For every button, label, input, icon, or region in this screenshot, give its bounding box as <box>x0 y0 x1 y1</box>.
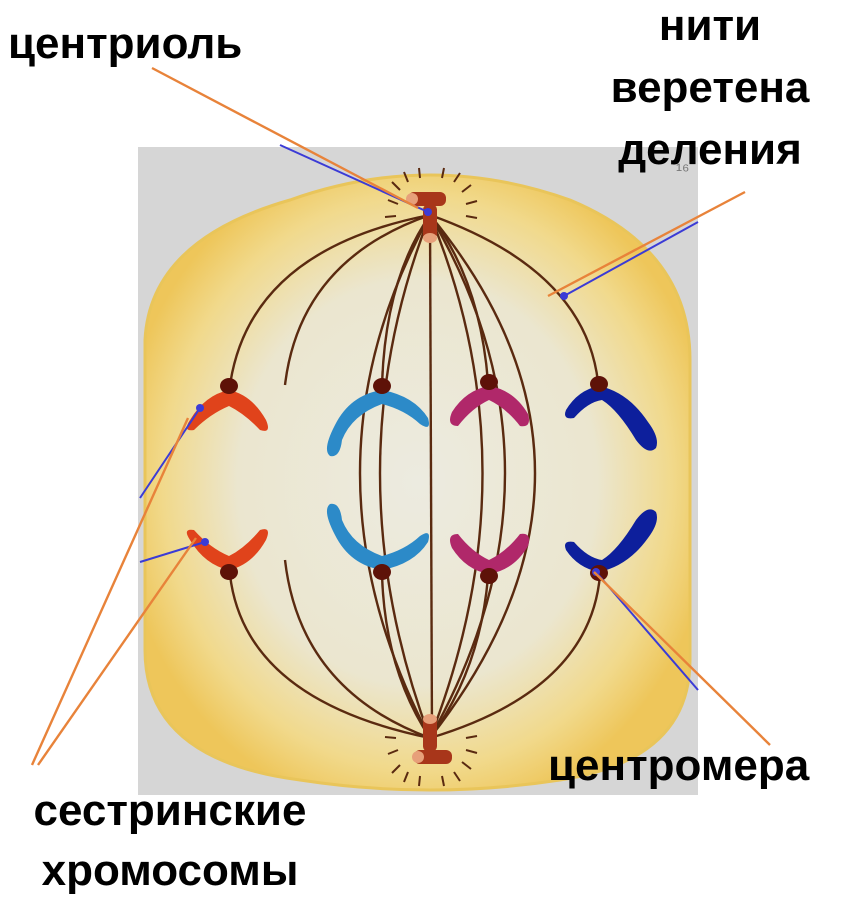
chromosome-magenta-upper <box>450 386 529 427</box>
label-sister-line2: хромосомы <box>41 846 299 895</box>
label-centriole: центриоль <box>8 19 243 68</box>
chromosome-lightblue-upper <box>326 390 429 457</box>
chromosome-darkblue-lower <box>565 509 657 572</box>
bottom-aster <box>384 735 478 787</box>
sister-pointer-lower <box>37 537 197 766</box>
chromosome-magenta-lower <box>450 533 529 574</box>
label-spindle-line2: веретена <box>610 63 810 112</box>
spindle-fibers <box>228 213 602 740</box>
centromere-pointer <box>593 571 771 746</box>
chromosome-darkblue-upper <box>565 386 657 451</box>
label-spindle-line1: нити <box>658 1 762 50</box>
cell-membrane <box>143 173 692 792</box>
chromosome-lightblue-lower <box>326 503 429 570</box>
sister-pointer-upper <box>30 417 190 766</box>
label-sister-line1: сестринские <box>33 786 307 835</box>
spindle-pointer <box>547 190 746 298</box>
centriole-pointer <box>151 66 419 210</box>
orange-pointers <box>30 66 771 766</box>
chromosome-red-upper <box>186 390 268 431</box>
label-spindle-line3: деления <box>618 125 802 174</box>
corner-mark: ¹⁶ <box>676 160 689 180</box>
label-centromere: центромера <box>548 741 810 790</box>
chromosome-red-lower <box>186 529 268 570</box>
blue-pointer-dots <box>196 208 600 576</box>
bottom-centriole <box>412 714 452 764</box>
top-aster <box>384 167 478 219</box>
